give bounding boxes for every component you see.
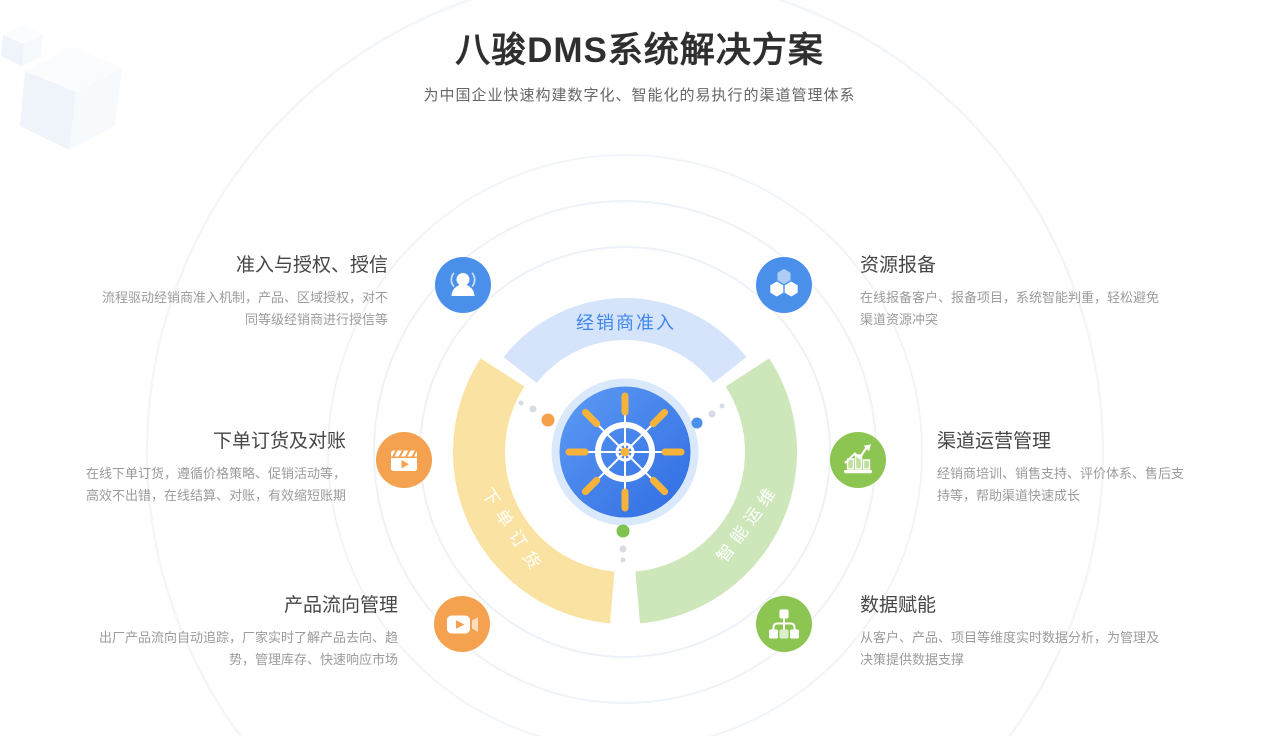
page-title: 八骏DMS系统解决方案: [455, 31, 824, 70]
ship-helm-icon: [565, 392, 685, 512]
feature-ordering-reconciliation: 下单订货及对账 在线下单订货，遵循价格策略、促销活动等，高效不出错，在线结算、对…: [86, 430, 346, 507]
gap-dots: [518, 400, 725, 563]
feature-desc: 从客户、产品、项目等维度实时数据分析，为管理及决策提供数据支撑: [860, 630, 1160, 667]
feature-product-flow: 产品流向管理 出厂产品流向自动追踪，厂家实时了解产品去向、趋势，管理库存、快速响…: [86, 594, 398, 671]
dms-ring-diagram: 经销商准入 下单订货 智能运维: [365, 192, 885, 712]
segment-dealer-admission: [503, 297, 747, 384]
hexagon-cluster-icon: [756, 257, 812, 313]
feature-desc: 出厂产品流向自动追踪，厂家实时了解产品去向、趋势，管理库存、快速响应市场: [98, 630, 398, 667]
blue-dot: [691, 417, 703, 429]
page-subtitle: 为中国企业快速构建数字化、智能化的易执行的渠道管理体系: [423, 87, 856, 104]
feature-desc: 经销商培训、销售支持、评价体系、售后支持等，帮助渠道快速成长: [937, 466, 1185, 503]
feature-resource-filing: 资源报备 在线报备客户、报备项目，系统智能判重，轻松避免渠道资源冲突: [860, 254, 1160, 331]
feature-title: 准入与授权、授信: [235, 255, 388, 276]
header: 八骏DMS系统解决方案 为中国企业快速构建数字化、智能化的易执行的渠道管理体系: [0, 0, 1279, 105]
user-icon: [435, 257, 491, 313]
feature-title: 渠道运营管理: [937, 431, 1052, 452]
feature-title: 数据赋能: [860, 595, 937, 616]
growth-chart-icon: [830, 432, 886, 488]
segment-intelligent-ops: [635, 358, 797, 624]
feature-title: 产品流向管理: [283, 595, 398, 616]
feature-desc: 在线下单订货，遵循价格策略、促销活动等，高效不出错，在线结算、对账，有效缩短账期: [86, 466, 347, 503]
feature-desc: 流程驱动经销商准入机制，产品、区域授权，对不同等级经销商进行授信等: [101, 290, 388, 327]
feature-title: 下单订货及对账: [212, 431, 346, 452]
decor-cube-small-icon: [1, 25, 43, 66]
orange-dot: [541, 413, 555, 427]
segment-ordering: [453, 358, 615, 624]
feature-desc: 在线报备客户、报备项目，系统智能判重，轻松避免渠道资源冲突: [860, 290, 1160, 327]
sitemap-icon: [756, 596, 812, 652]
green-dot: [616, 524, 630, 538]
video-camera-icon: [434, 596, 490, 652]
feature-channel-operation: 渠道运营管理 经销商培训、销售支持、评价体系、售后支持等，帮助渠道快速成长: [937, 430, 1187, 507]
feature-data-empowerment: 数据赋能 从客户、产品、项目等维度实时数据分析，为管理及决策提供数据支撑: [860, 594, 1160, 671]
feature-admission-authorization: 准入与授权、授信 流程驱动经销商准入机制，产品、区域授权，对不同等级经销商进行授…: [96, 254, 388, 331]
segment-label-dealer-admission: 经销商准入: [576, 313, 676, 333]
feature-title: 资源报备: [860, 255, 937, 276]
decor-cube-large-icon: [20, 46, 122, 150]
clapperboard-icon: [376, 432, 432, 488]
